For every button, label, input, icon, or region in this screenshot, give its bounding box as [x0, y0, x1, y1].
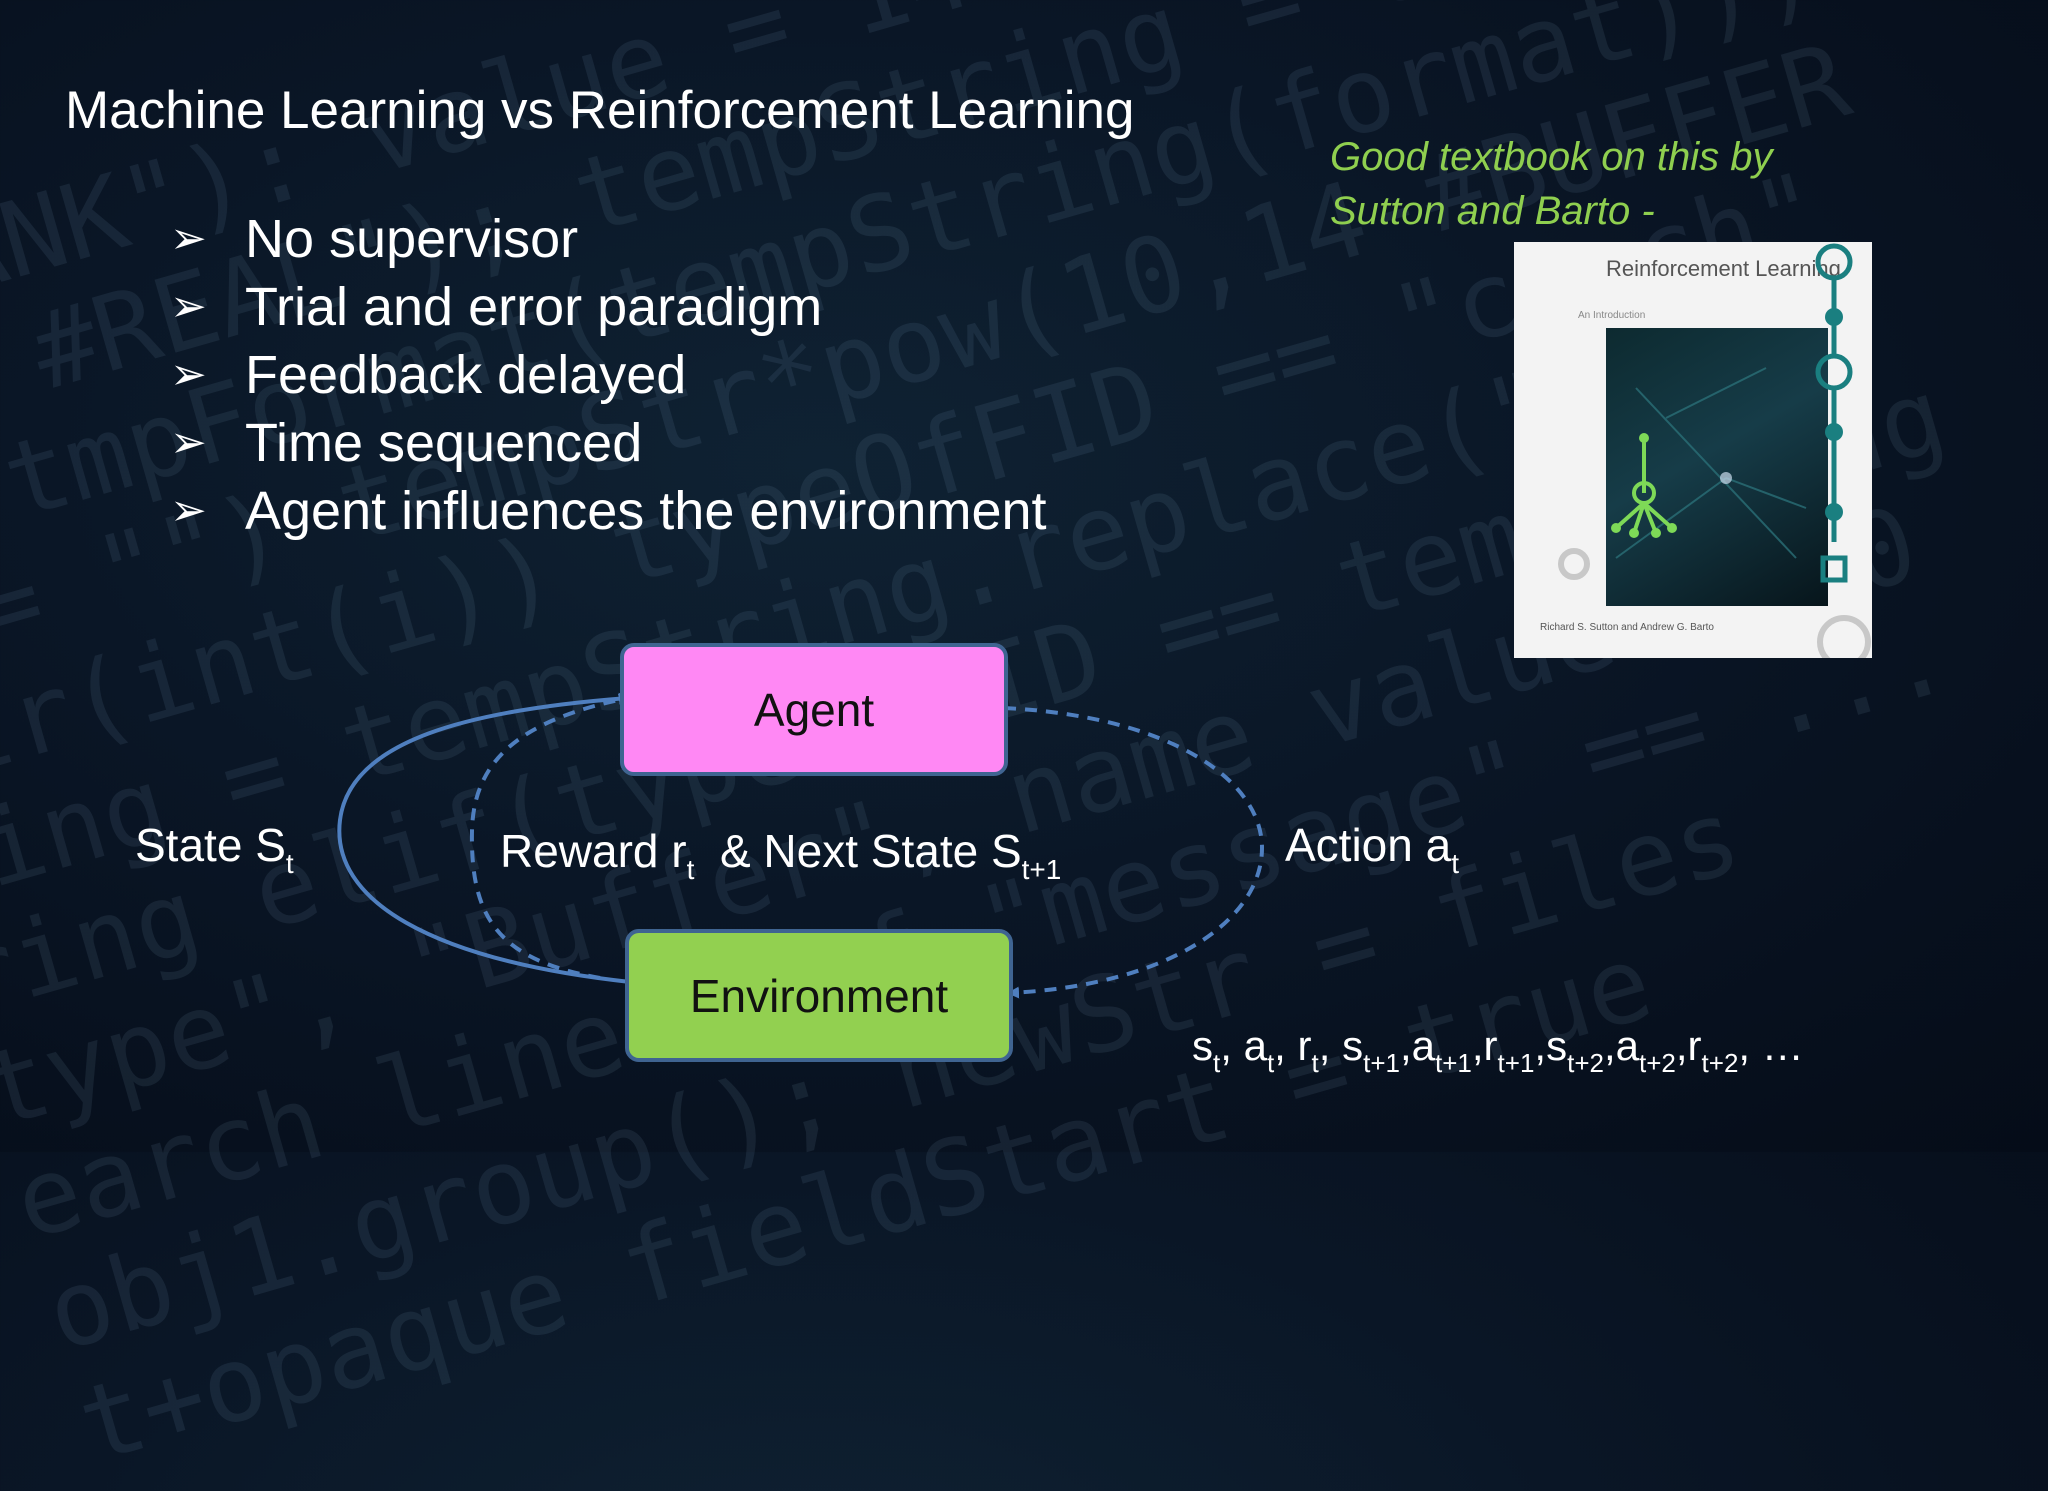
seq-term: r — [1483, 1022, 1498, 1069]
book-cover-image: Reinforcement Learning An Introduction — [1514, 242, 1872, 658]
seq-subscript: t+1 — [1435, 1048, 1472, 1078]
reward-label-text: Reward r — [500, 825, 687, 877]
bullet-text: Time sequenced — [245, 413, 643, 473]
next-state-label-subscript: t+1 — [1021, 854, 1062, 885]
action-label-subscript: t — [1451, 848, 1459, 879]
bullet-item: ➢ Agent influences the environment — [170, 477, 1047, 545]
seq-subscript: t+2 — [1567, 1048, 1604, 1078]
seq-subscript: t — [1311, 1048, 1319, 1078]
reward-arrow — [469, 693, 631, 980]
seq-term: r — [1687, 1022, 1702, 1069]
seq-separator: , — [1603, 1022, 1616, 1069]
book-title: Reinforcement Learning — [1606, 256, 1841, 281]
next-state-label-text: & Next State S — [694, 825, 1022, 877]
state-label-subscript: t — [285, 848, 294, 879]
seq-subscript: t+2 — [1701, 1048, 1739, 1078]
arrow-bullet-icon: ➢ — [170, 486, 207, 535]
book-subtitle: An Introduction — [1578, 310, 1646, 321]
environment-box: Environment — [625, 929, 1013, 1062]
book-authors: Richard S. Sutton and Andrew G. Barto — [1540, 622, 1714, 633]
arrow-bullet-icon: ➢ — [170, 350, 207, 399]
slide-title: Machine Learning vs Reinforcement Learni… — [65, 81, 1135, 140]
seq-separator: , — [1274, 1022, 1298, 1069]
action-label: Action at — [1285, 818, 1459, 880]
bullet-item: ➢ Feedback delayed — [170, 341, 1047, 409]
state-label: State St — [135, 818, 294, 880]
reward-label: Reward rt & Next State St+1 — [500, 824, 1061, 886]
state-label-text: State S — [135, 819, 286, 871]
seq-term: s — [1546, 1022, 1568, 1069]
seq-separator: , — [1399, 1022, 1412, 1069]
arrow-bullet-icon: ➢ — [170, 214, 207, 263]
trajectory-sequence: st, at, rt, st+1,at+1,rt+1,st+2,at+2,rt+… — [1192, 1022, 1804, 1079]
seq-separator: , — [1534, 1022, 1547, 1069]
seq-term: a — [1243, 1022, 1267, 1069]
book-cover-art — [1606, 328, 1828, 606]
bullet-text: No supervisor — [245, 209, 579, 269]
state-arrow — [337, 692, 631, 984]
agent-box: Agent — [620, 643, 1008, 776]
seq-separator: , — [1675, 1022, 1688, 1069]
bullet-text: Trial and error paradigm — [245, 277, 823, 337]
seq-subscript: t+2 — [1639, 1048, 1676, 1078]
seq-term: s — [1192, 1022, 1213, 1069]
bullet-item: ➢ No supervisor — [170, 205, 1047, 273]
reward-label-subscript: t — [686, 854, 695, 885]
bullet-text: Feedback delayed — [245, 345, 687, 405]
action-arrow — [1003, 706, 1265, 999]
bullet-item: ➢ Trial and error paradigm — [170, 273, 1047, 341]
seq-separator: , — [1220, 1022, 1244, 1069]
bullet-list: ➢ No supervisor ➢ Trial and error paradi… — [170, 205, 1047, 545]
seq-term: a — [1615, 1022, 1639, 1069]
book-side-circles-icon — [1558, 243, 1871, 658]
agent-environment-loop-arrows — [337, 692, 1265, 999]
seq-term: s — [1342, 1022, 1364, 1069]
seq-term: a — [1411, 1022, 1435, 1069]
seq-subscript: t — [1213, 1048, 1221, 1078]
network-graphic-icon — [1611, 367, 1807, 559]
seq-subscript: t — [1266, 1048, 1275, 1078]
textbook-note: Good textbook on this by Sutton and Bart… — [1330, 135, 1773, 233]
seq-subscript: t+1 — [1497, 1048, 1535, 1078]
arrow-bullet-icon: ➢ — [170, 282, 207, 331]
bullet-text: Agent influences the environment — [245, 481, 1047, 541]
bullet-item: ➢ Time sequenced — [170, 409, 1047, 477]
seq-separator: , — [1471, 1022, 1484, 1069]
action-label-text: Action a — [1285, 819, 1452, 871]
seq-subscript: t+1 — [1363, 1048, 1400, 1078]
seq-separator: , — [1318, 1022, 1343, 1069]
seq-separator: , … — [1738, 1022, 1804, 1069]
arrow-bullet-icon: ➢ — [170, 418, 207, 467]
seq-term: r — [1297, 1022, 1312, 1069]
